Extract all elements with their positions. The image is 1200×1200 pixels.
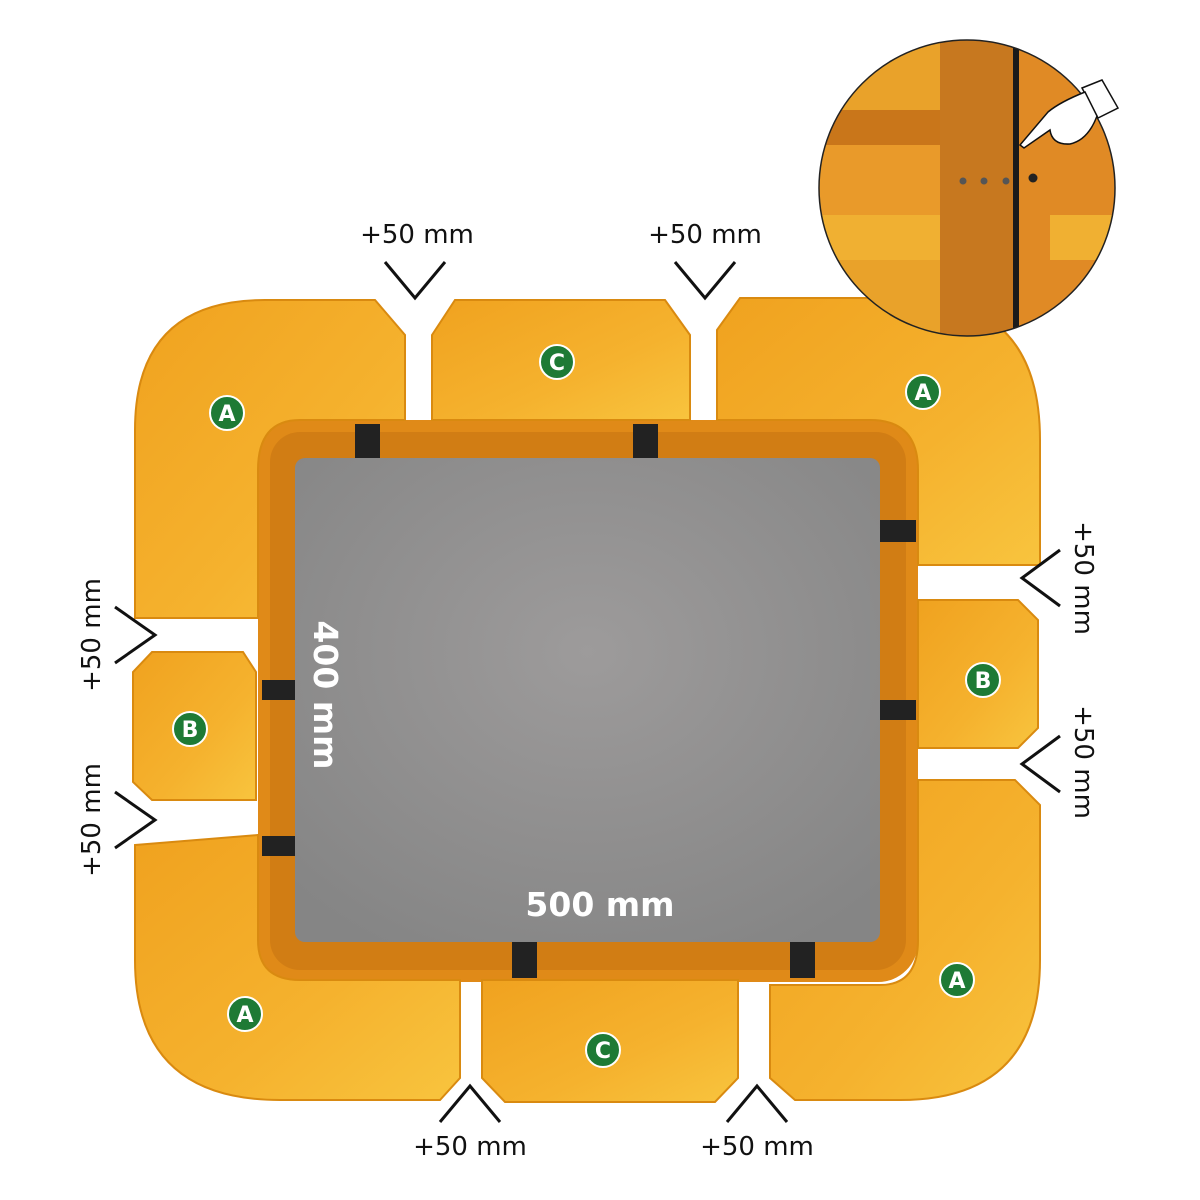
connector-detail-inset <box>818 39 1120 337</box>
badge-b-right: B <box>965 662 1001 698</box>
extension-label-bottom-right: +50 mm <box>700 1132 814 1162</box>
extension-label-right-upper: +50 mm <box>1068 521 1098 635</box>
extension-label-top-left: +50 mm <box>360 220 474 250</box>
badge-letter: B <box>975 669 992 694</box>
badge-letter: A <box>236 1003 253 1028</box>
badge-a-top-right: A <box>905 374 941 410</box>
module-joints <box>262 424 916 978</box>
badge-letter: C <box>595 1039 611 1064</box>
depth-measurement: 400 mm <box>306 620 345 769</box>
badge-letter: B <box>182 718 199 743</box>
badge-b-left: B <box>172 711 208 747</box>
extension-label-left-upper: +50 mm <box>77 578 107 692</box>
width-measurement: 500 mm <box>525 885 674 924</box>
tray-sump <box>295 458 880 942</box>
extension-label-top-right: +50 mm <box>648 220 762 250</box>
badge-letter: A <box>218 402 235 427</box>
badge-a-top-left: A <box>209 395 245 431</box>
corner-module-bottom-left <box>134 833 461 1101</box>
extension-label-bottom-left: +50 mm <box>413 1132 527 1162</box>
badge-letter: A <box>948 969 965 994</box>
corner-module-bottom-right <box>769 779 1041 1101</box>
badge-a-bottom-left: A <box>227 996 263 1032</box>
badge-a-bottom-right: A <box>939 962 975 998</box>
badge-letter: A <box>914 381 931 406</box>
extension-label-left-lower: +50 mm <box>77 763 107 877</box>
extension-label-right-lower: +50 mm <box>1068 705 1098 819</box>
badge-letter: C <box>549 351 565 376</box>
corner-module-top-left <box>134 299 406 619</box>
pointing-hand-icon <box>1018 79 1120 149</box>
badge-c-top: C <box>539 344 575 380</box>
extension-chevrons <box>114 261 1061 1123</box>
badge-c-bottom: C <box>585 1032 621 1068</box>
